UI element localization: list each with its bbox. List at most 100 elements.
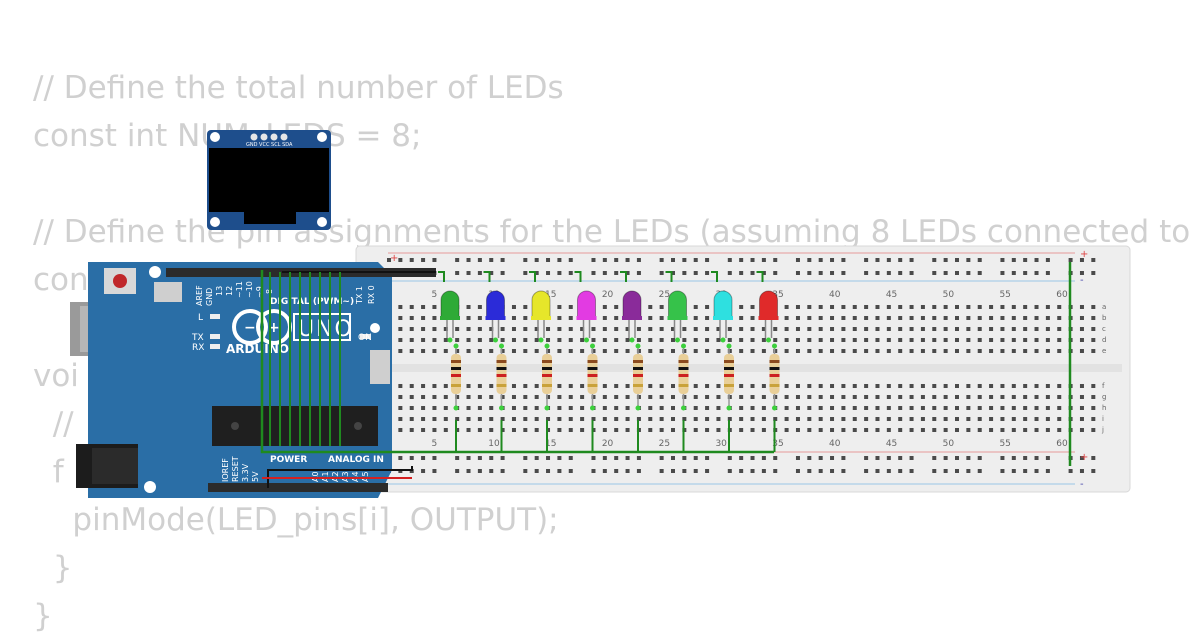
breadboard-hole[interactable]: [489, 384, 494, 388]
breadboard-hole[interactable]: [546, 417, 551, 421]
breadboard-hole[interactable]: [500, 428, 505, 432]
breadboard-hole[interactable]: [750, 316, 755, 320]
breadboard-hole[interactable]: [909, 338, 914, 342]
wire-ground-bus[interactable]: [260, 270, 774, 454]
breadboard-hole[interactable]: [1045, 417, 1050, 421]
breadboard-hole[interactable]: [591, 349, 596, 353]
breadboard-hole[interactable]: [602, 327, 607, 331]
breadboard-hole[interactable]: [500, 271, 505, 275]
breadboard-hole[interactable]: [739, 327, 744, 331]
breadboard-hole[interactable]: [614, 258, 619, 262]
breadboard-hole[interactable]: [671, 395, 675, 399]
breadboard-hole[interactable]: [523, 469, 528, 473]
breadboard-hole[interactable]: [1068, 469, 1073, 473]
breadboard-hole[interactable]: [909, 316, 914, 320]
breadboard-hole[interactable]: [784, 417, 789, 421]
breadboard-hole[interactable]: [568, 428, 573, 432]
breadboard-hole[interactable]: [1091, 395, 1096, 399]
breadboard-hole[interactable]: [966, 316, 971, 320]
breadboard-hole[interactable]: [898, 395, 903, 399]
breadboard-hole[interactable]: [443, 428, 448, 432]
breadboard-hole[interactable]: [977, 406, 982, 410]
breadboard-hole[interactable]: [546, 456, 551, 460]
breadboard-hole[interactable]: [455, 395, 460, 399]
breadboard-hole[interactable]: [1091, 305, 1096, 309]
breadboard-hole[interactable]: [932, 316, 937, 320]
breadboard-hole[interactable]: [943, 469, 948, 473]
breadboard-hole[interactable]: [989, 428, 994, 432]
breadboard-hole[interactable]: [466, 469, 471, 473]
breadboard-hole[interactable]: [421, 258, 426, 262]
breadboard-hole[interactable]: [1091, 271, 1096, 275]
breadboard-hole[interactable]: [477, 327, 482, 331]
breadboard-hole[interactable]: [693, 384, 698, 388]
breadboard-hole[interactable]: [591, 258, 596, 262]
breadboard-hole[interactable]: [523, 271, 528, 275]
breadboard-hole[interactable]: [966, 305, 971, 309]
breadboard-hole[interactable]: [989, 349, 994, 353]
breadboard-hole[interactable]: [398, 384, 403, 388]
breadboard-hole[interactable]: [1023, 258, 1028, 262]
breadboard-hole[interactable]: [523, 305, 528, 309]
breadboard-hole[interactable]: [477, 417, 482, 421]
breadboard-hole[interactable]: [705, 456, 710, 460]
breadboard-hole[interactable]: [1023, 456, 1028, 460]
breadboard-hole[interactable]: [1011, 384, 1016, 388]
breadboard-hole[interactable]: [977, 258, 982, 262]
breadboard-hole[interactable]: [1045, 271, 1050, 275]
breadboard-hole[interactable]: [421, 316, 426, 320]
breadboard-hole[interactable]: [830, 258, 835, 262]
breadboard-hole[interactable]: [432, 417, 437, 421]
breadboard-hole[interactable]: [705, 428, 710, 432]
breadboard-hole[interactable]: [591, 271, 596, 275]
breadboard-hole[interactable]: [1079, 456, 1084, 460]
breadboard-hole[interactable]: [398, 258, 403, 262]
breadboard-hole[interactable]: [1057, 384, 1062, 388]
breadboard-hole[interactable]: [898, 428, 903, 432]
breadboard-hole[interactable]: [898, 384, 903, 388]
breadboard-hole[interactable]: [920, 395, 925, 399]
breadboard-hole[interactable]: [1045, 428, 1050, 432]
breadboard-hole[interactable]: [398, 395, 403, 399]
breadboard-hole[interactable]: [636, 349, 641, 353]
breadboard-hole[interactable]: [739, 305, 744, 309]
signal-wire-to-led[interactable]: [665, 271, 673, 282]
breadboard-hole[interactable]: [705, 469, 710, 473]
breadboard-hole[interactable]: [920, 384, 925, 388]
breadboard-hole[interactable]: [761, 428, 766, 432]
breadboard-hole[interactable]: [1057, 395, 1062, 399]
breadboard-hole[interactable]: [705, 305, 710, 309]
breadboard-hole[interactable]: [546, 395, 551, 399]
breadboard-hole[interactable]: [1023, 327, 1028, 331]
breadboard-hole[interactable]: [398, 305, 403, 309]
breadboard-hole[interactable]: [568, 406, 573, 410]
breadboard-hole[interactable]: [864, 316, 869, 320]
breadboard-hole[interactable]: [727, 258, 732, 262]
breadboard-hole[interactable]: [909, 271, 914, 275]
breadboard-hole[interactable]: [1079, 316, 1084, 320]
breadboard-hole[interactable]: [1079, 271, 1084, 275]
breadboard-hole[interactable]: [614, 316, 619, 320]
breadboard-hole[interactable]: [443, 338, 448, 342]
breadboard-hole[interactable]: [1011, 316, 1016, 320]
breadboard-hole[interactable]: [534, 349, 539, 353]
resistor-row[interactable]: [451, 343, 780, 411]
breadboard-hole[interactable]: [409, 327, 414, 331]
breadboard-hole[interactable]: [818, 349, 823, 353]
breadboard-hole[interactable]: [636, 469, 641, 473]
breadboard-hole[interactable]: [1000, 406, 1005, 410]
breadboard-hole[interactable]: [784, 316, 789, 320]
breadboard-hole[interactable]: [1000, 338, 1005, 342]
breadboard-hole[interactable]: [534, 384, 539, 388]
breadboard-hole[interactable]: [864, 338, 869, 342]
breadboard-hole[interactable]: [750, 406, 755, 410]
breadboard-hole[interactable]: [886, 406, 891, 410]
breadboard-hole[interactable]: [614, 327, 619, 331]
breadboard-hole[interactable]: [955, 271, 959, 275]
breadboard-hole[interactable]: [773, 271, 778, 275]
breadboard-hole[interactable]: [1011, 469, 1016, 473]
breadboard-hole[interactable]: [750, 417, 755, 421]
breadboard-hole[interactable]: [886, 327, 891, 331]
breadboard-hole[interactable]: [659, 384, 664, 388]
breadboard-hole[interactable]: [671, 349, 675, 353]
